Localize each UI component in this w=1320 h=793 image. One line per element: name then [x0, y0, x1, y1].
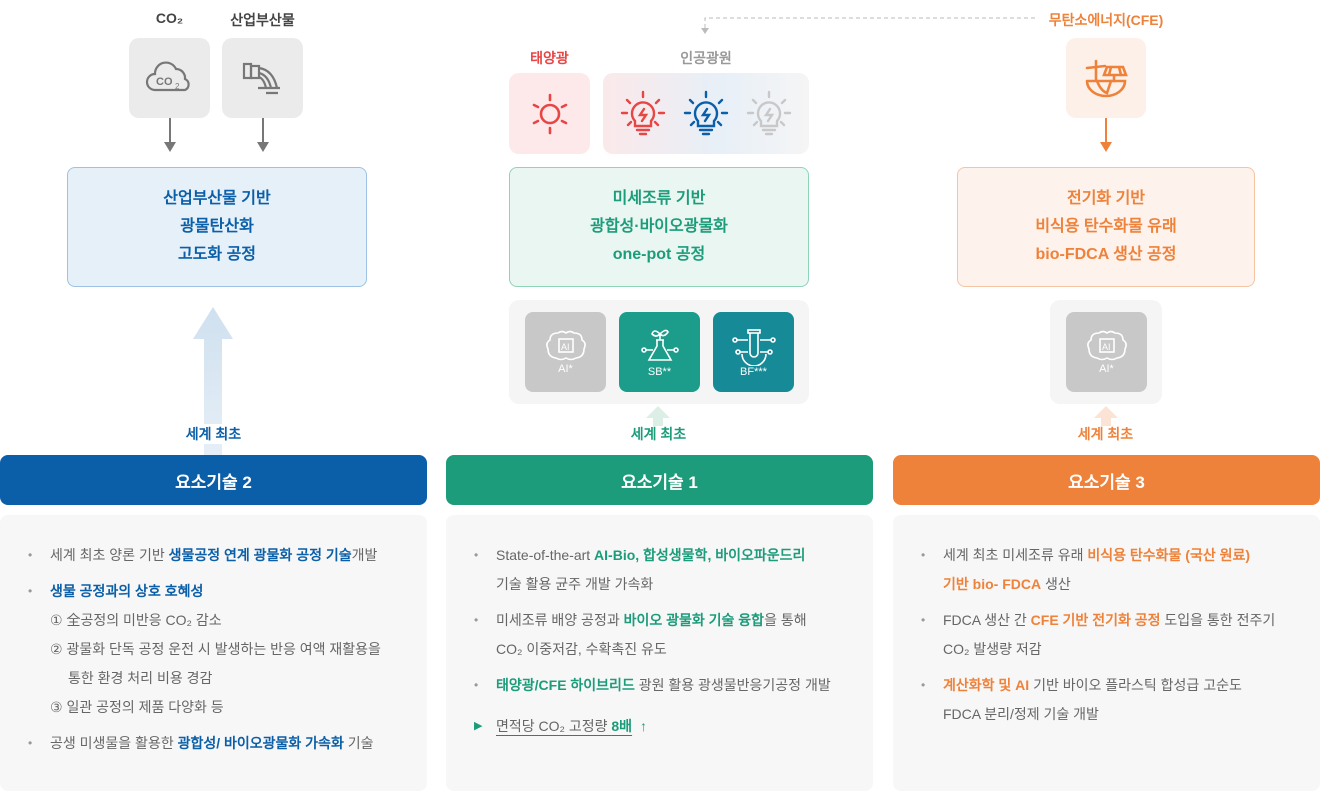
byproduct-label: 산업부산물	[230, 12, 295, 28]
arrow-down-icon	[257, 118, 269, 152]
renewable-energy-icon	[1085, 59, 1128, 98]
flask-plant-icon	[640, 329, 679, 361]
biofoundry-gear-icon	[731, 329, 776, 366]
co2-label: CO₂	[155, 10, 184, 26]
process-line: one-pot 공정	[612, 246, 706, 263]
tile-label: BF***	[740, 366, 767, 378]
panel-tech-2: 세계 최초 양론 기반 생물공정 연계 광물화 공정 기술개발 생물 공정과의 …	[0, 515, 427, 791]
process-line: 고도화 공정	[177, 246, 257, 263]
process-box-fdca: 전기화 기반 비식용 탄수화물 유래 bio-FDCA 생산 공정	[957, 167, 1255, 287]
bullet: 세계 최초 양론 기반 생물공정 연계 광물화 공정 기술개발	[28, 541, 407, 570]
tile-sb: SB**	[619, 312, 700, 392]
arrow-up-icon	[193, 307, 233, 455]
panel-tech-1: State-of-the-art AI-Bio, 합성생물학, 바이오파운드리기…	[446, 515, 873, 791]
svg-text:2: 2	[175, 82, 180, 91]
tile-label: AI*	[558, 363, 573, 375]
solar-label: 태양광	[530, 50, 569, 66]
tile-label: SB**	[647, 366, 672, 378]
bullet: 공생 미생물을 활용한 광합성/ 바이오광물화 가속화 기술	[28, 729, 407, 758]
bullet: 태양광/CFE 하이브리드 광원 활용 광생물반응기공정 개발	[474, 671, 853, 700]
cfe-label: 무탄소에너지(CFE)	[1048, 12, 1164, 28]
industrial-pipe-icon	[242, 62, 280, 95]
process-line: 미세조류 기반	[612, 190, 706, 207]
svg-text:AI: AI	[561, 342, 570, 352]
gray-bulb-icon	[747, 90, 792, 135]
sub-list: ① 全공정의 미반응 CO₂ 감소 ② 광물화 단독 공정 운전 시 발생하는 …	[50, 612, 381, 715]
header-tech-2: 요소기술 2	[0, 455, 427, 505]
arrow-up-icon: ↑	[639, 718, 647, 734]
ai-brain-icon: AI	[1086, 330, 1127, 361]
tile-bf: BF***	[713, 312, 794, 392]
svg-text:CO: CO	[156, 76, 173, 88]
process-line: bio-FDCA 생산 공정	[1035, 246, 1177, 263]
artificial-light-box	[603, 73, 809, 154]
process-line: 광합성·바이오광물화	[590, 218, 728, 235]
process-box-mineral-carbonation: 산업부산물 기반 광물탄산화 고도화 공정	[67, 167, 367, 287]
panel-tech-3: 세계 최초 미세조류 유래 비식용 탄수화물 (국산 원료)기반 bio- FD…	[893, 515, 1320, 791]
kpi-line: ▶ 면적당 CO₂ 고정량 8배 ↑	[474, 712, 853, 741]
cfe-box	[1066, 38, 1146, 118]
process-box-microalgae: 미세조류 기반 광합성·바이오광물화 one-pot 공정	[509, 167, 809, 287]
process-line: 산업부산물 기반	[163, 190, 271, 207]
tile-label: AI*	[1099, 363, 1114, 375]
blue-bulb-icon	[683, 90, 729, 135]
arrow-down-icon	[164, 118, 176, 152]
arrow-up-icon	[646, 406, 670, 426]
arrow-down-icon	[1100, 118, 1112, 152]
process-line: 광물탄산화	[180, 218, 254, 235]
solar-box	[509, 73, 590, 154]
ai-brain-icon: AI	[545, 330, 586, 361]
svg-text:AI: AI	[1102, 342, 1111, 352]
red-bulb-icon	[620, 90, 665, 135]
process-line: 전기화 기반	[1066, 190, 1146, 207]
bullet: 생물 공정과의 상호 호혜성	[28, 577, 407, 606]
play-icon: ▶	[474, 720, 483, 732]
tile-ai: AI AI*	[525, 312, 606, 392]
byproduct-box	[222, 38, 303, 118]
process-line: 비식용 탄수화물 유래	[1035, 218, 1177, 235]
arrow-up-icon	[1094, 406, 1118, 426]
artificial-light-label: 인공광원	[680, 50, 732, 66]
world-first-label: 세계 최초	[630, 426, 687, 442]
dashed-connector	[701, 17, 1035, 34]
header-tech-3: 요소기술 3	[893, 455, 1320, 505]
header-tech-1: 요소기술 1	[446, 455, 873, 505]
bullet: State-of-the-art AI-Bio, 합성생물학, 바이오파운드리기…	[474, 541, 853, 599]
world-first-label: 세계 최초	[1077, 426, 1134, 442]
bullet: 세계 최초 미세조류 유래 비식용 탄수화물 (국산 원료)기반 bio- FD…	[921, 541, 1300, 599]
world-first-label: 세계 최초	[150, 424, 277, 444]
tile-ai: AI AI*	[1066, 312, 1147, 392]
sun-icon	[532, 93, 567, 134]
